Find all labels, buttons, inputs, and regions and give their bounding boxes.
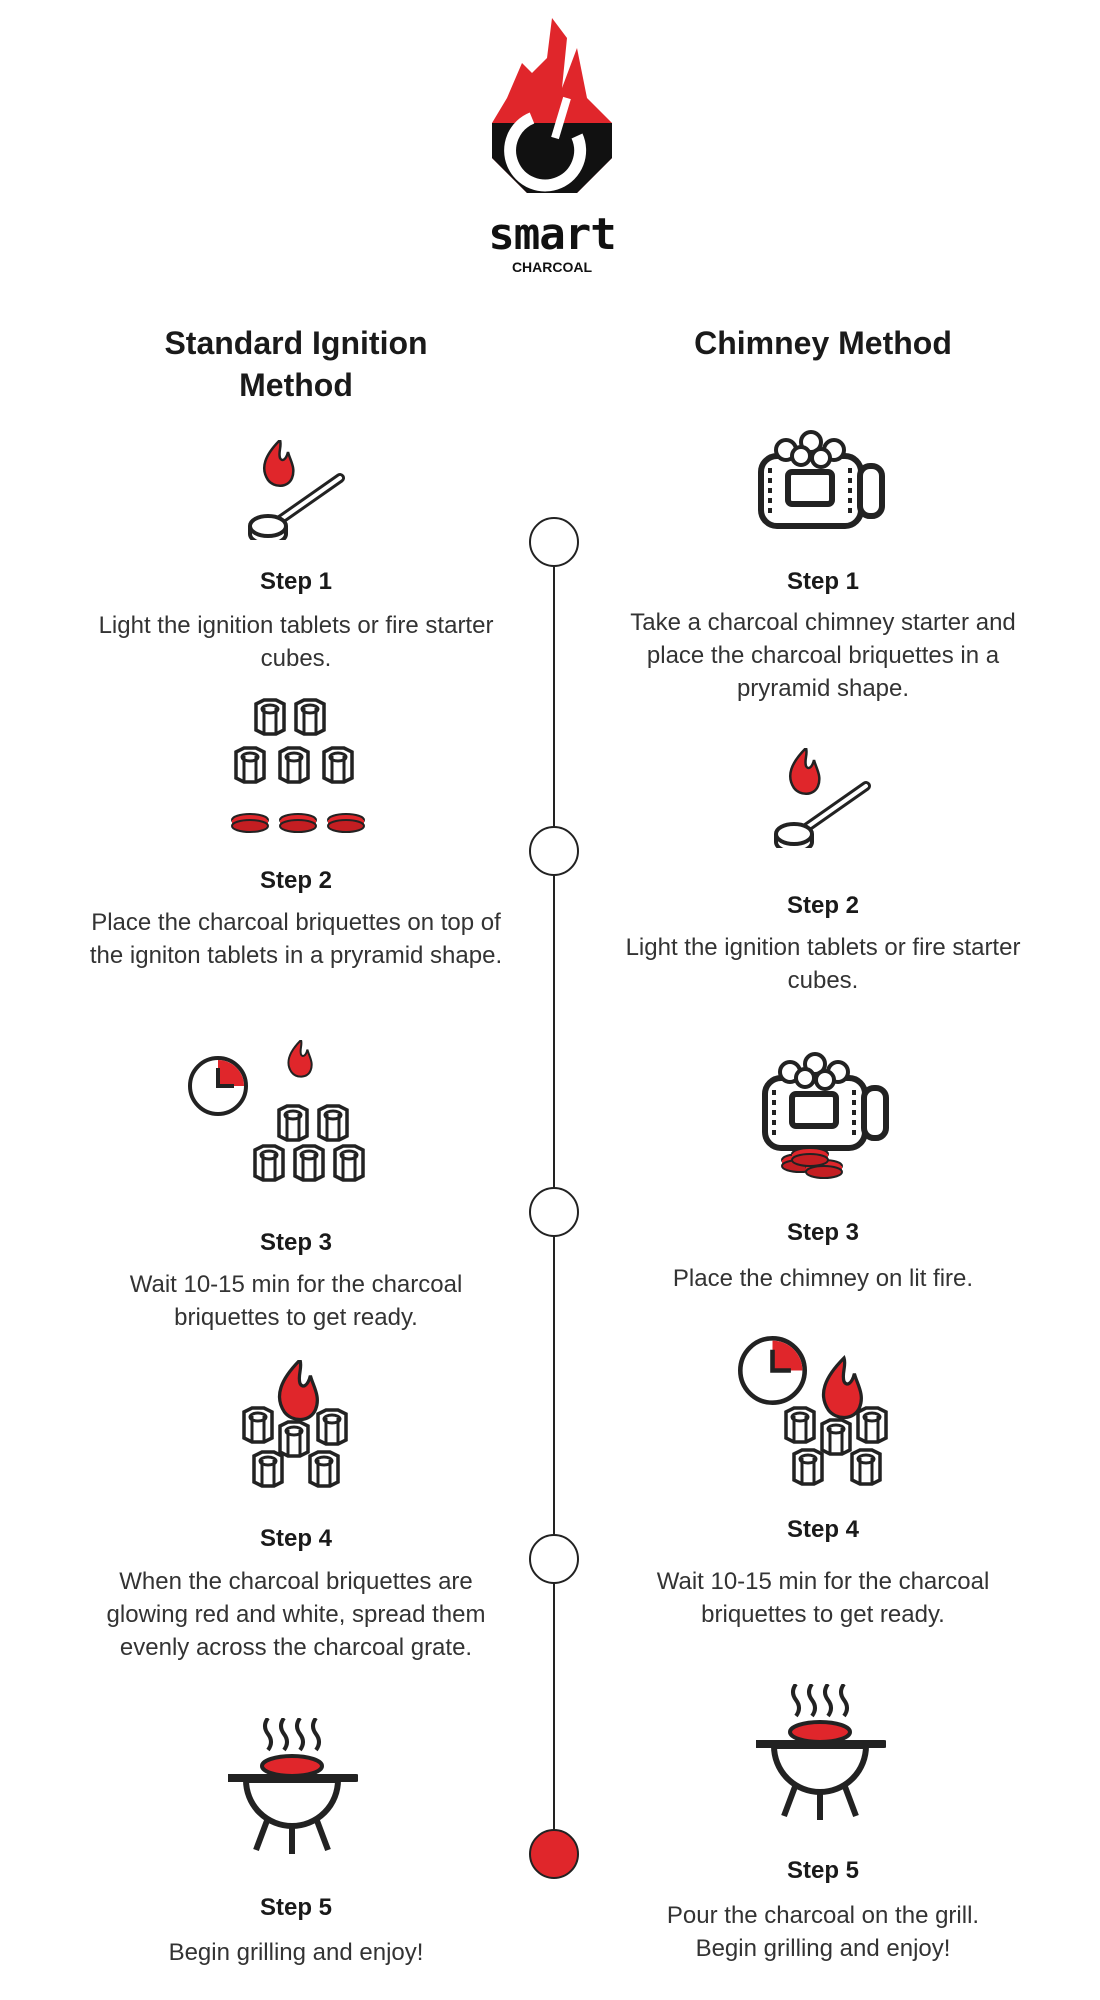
timeline-node-4	[529, 1534, 579, 1584]
right-step-5-label: Step 5	[786, 1857, 860, 1884]
right-step-3-text: Place the chimney on lit fire.	[672, 1265, 974, 1292]
timeline-node-2	[529, 826, 579, 876]
left-step-3-text: Wait 10-15 min for the charcoal briquett…	[129, 1271, 463, 1331]
chimney-on-fire-icon	[760, 1050, 892, 1179]
left-step-3-label: Step 3	[259, 1229, 333, 1256]
left-step-2-text: Place the charcoal briquettes on top of …	[89, 909, 503, 969]
left-step-5-text: Begin grilling and enjoy!	[168, 1939, 424, 1966]
right-step-2-label: Step 2	[786, 892, 860, 919]
timeline-node-3	[529, 1187, 579, 1237]
match-icon	[240, 440, 350, 540]
brand-subtitle: CHARCOAL	[511, 259, 593, 275]
brand-logo: smart CHARCOAL	[467, 18, 637, 275]
right-step-4-label: Step 4	[786, 1516, 860, 1543]
grill-icon	[756, 1684, 886, 1824]
left-step-4-text: When the charcoal briquettes are glowing…	[106, 1568, 486, 1661]
briquettes-on-tablets-icon	[231, 698, 365, 833]
match-icon	[766, 748, 876, 848]
left-step-1-label: Step 1	[259, 568, 333, 595]
burning-briquettes-icon	[242, 1360, 348, 1488]
clock-burning-briquettes-icon	[738, 1336, 888, 1486]
right-step-3-label: Step 3	[786, 1219, 860, 1246]
right-step-5-text: Pour the charcoal on the grill. Begin gr…	[666, 1902, 980, 1962]
flame-logo-icon	[492, 18, 612, 193]
right-column-title: Chimney Method	[694, 325, 952, 361]
chimney-icon	[756, 428, 888, 530]
right-step-1-text: Take a charcoal chimney starter and plac…	[630, 609, 1016, 702]
right-step-4-text: Wait 10-15 min for the charcoal briquett…	[656, 1568, 990, 1628]
timeline-node-5	[529, 1829, 579, 1879]
right-step-1-label: Step 1	[786, 568, 860, 595]
timeline-node-1	[529, 517, 579, 567]
brand-name: smart	[488, 209, 616, 260]
left-step-2-label: Step 2	[259, 867, 333, 894]
left-step-1-text: Light the ignition tablets or fire start…	[98, 612, 494, 672]
grill-icon	[228, 1718, 358, 1858]
left-column-title: Standard Ignition Method	[164, 325, 428, 403]
clock-briquettes-icon	[188, 1040, 365, 1182]
left-step-5-label: Step 5	[259, 1894, 333, 1921]
right-step-2-text: Light the ignition tablets or fire start…	[625, 934, 1021, 994]
left-step-4-label: Step 4	[259, 1525, 333, 1552]
